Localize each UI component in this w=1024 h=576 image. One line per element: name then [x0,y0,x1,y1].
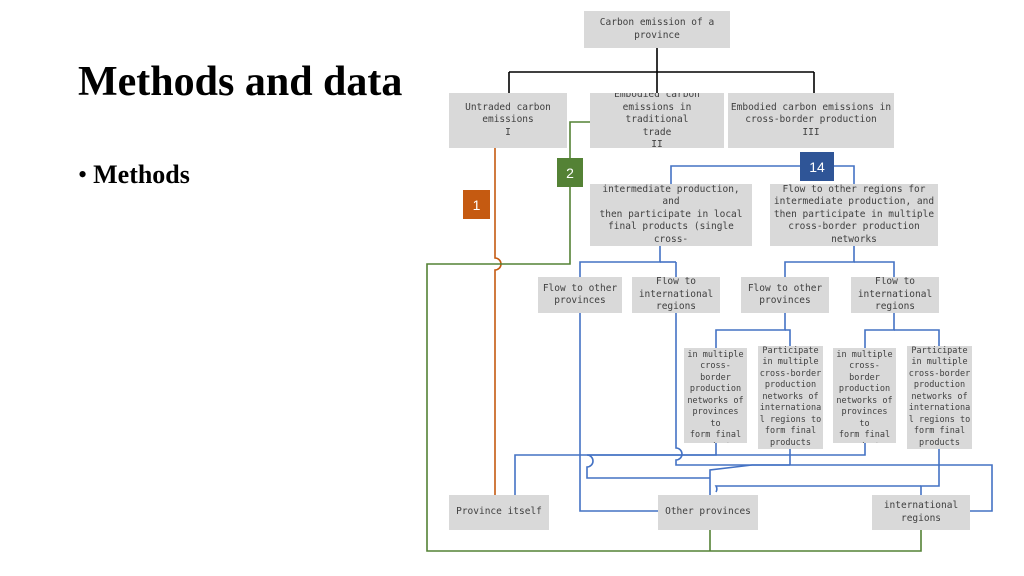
root-tree-lines [508,48,815,93]
multi-flow-international-box: Flow to international regions [851,277,939,313]
destination-other-provinces-box: Other provinces [658,495,758,530]
participate-provinces-box-2: Participate in multiple cross-border pro… [833,348,896,443]
participate-international-box-1: Participate in multiple cross-border pro… [758,346,823,449]
path-3-lines [514,165,993,512]
path-1-line [494,148,502,495]
root-box: Carbon emission of a province [584,11,730,48]
participate-international-box-2: Participate in multiple cross-border pro… [907,346,972,449]
bullet-label: Methods [93,160,190,189]
path-1-badge: 1 [463,190,490,219]
path-3-badge: 14 [800,152,834,181]
single-flow-international-box: Flow to international regions [632,277,720,313]
multi-flow-provinces-box: Flow to other provinces [741,277,829,313]
multiple-cross-border-box: Flow to other regions for intermediate p… [770,184,938,246]
single-flow-provinces-box: Flow to other provinces [538,277,622,313]
category-cross-border-box: Embodied carbon emissions in cross-borde… [728,93,894,148]
destination-province-itself-box: Province itself [449,495,549,530]
destination-international-box: international regions [872,495,970,530]
page-title: Methods and data [78,59,403,105]
bullet-methods: •Methods [78,160,190,190]
category-traditional-trade-box: Embodied carbon emissions in traditional… [590,93,724,148]
bullet-dot: • [78,160,88,189]
category-untraded-box: Untraded carbon emissions I [449,93,567,148]
path-2-badge: 2 [557,158,583,187]
path-2-line [426,121,922,552]
participate-provinces-box-1: Participate in multiple cross-border pro… [684,348,747,443]
single-cross-border-box: Flow to other regions for intermediate p… [590,184,752,246]
